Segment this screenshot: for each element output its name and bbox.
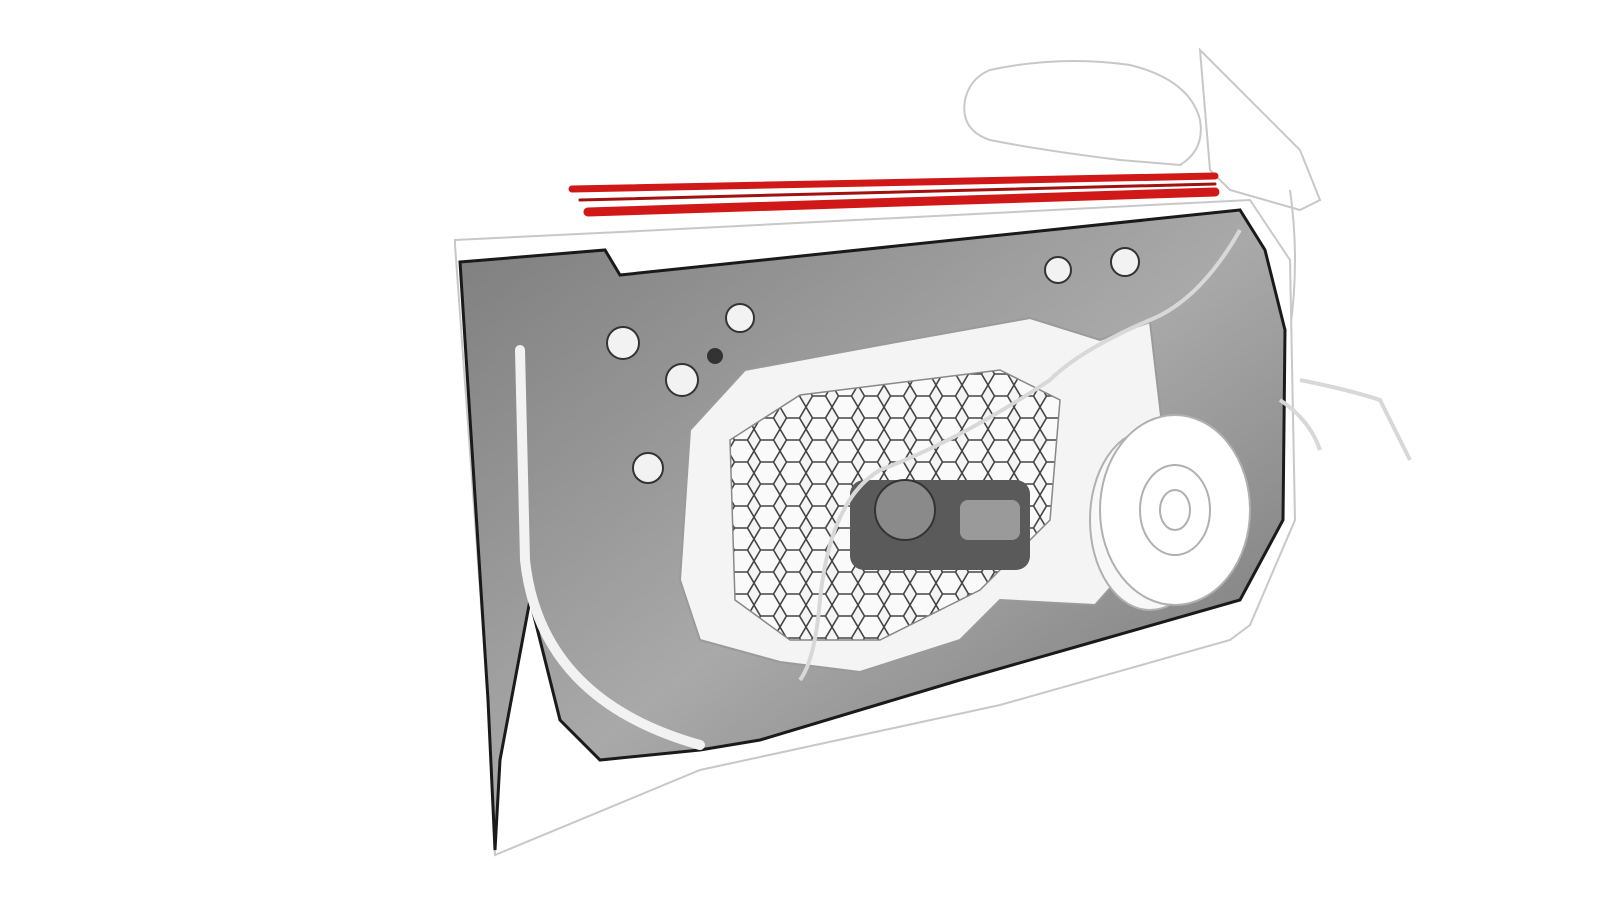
wiring-harness <box>798 229 1412 682</box>
regulator-motor <box>850 479 1030 570</box>
door-seal-strip <box>515 345 705 750</box>
speaker <box>1089 414 1251 611</box>
belt-weatherstrip-highlight <box>568 172 1220 217</box>
panel-holes <box>606 247 1140 484</box>
